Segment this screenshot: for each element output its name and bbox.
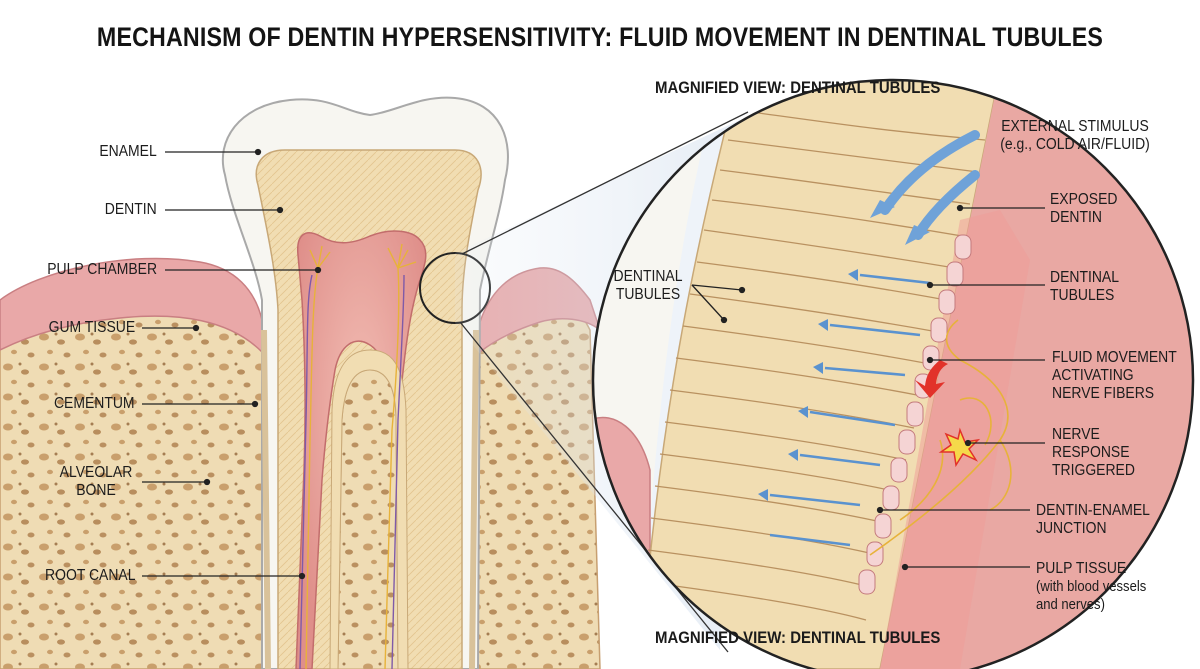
label-dentin-enamel-junction: DENTIN-ENAMEL JUNCTION xyxy=(1036,502,1150,537)
fluid-force-arrow xyxy=(915,360,948,398)
label-nerve-response: NERVE RESPONSE TRIGGERED xyxy=(1052,426,1135,479)
odontoblast-cells xyxy=(858,234,972,595)
label-gum-tissue: GUM TISSUE xyxy=(48,319,135,336)
cementum-layer xyxy=(261,329,479,669)
nerve-fibers xyxy=(869,319,1012,556)
fluid-arrowheads xyxy=(758,269,858,501)
label-exposed-dentin: EXPOSED DENTIN xyxy=(1050,191,1118,226)
label-pulp-chamber: PULP CHAMBER xyxy=(47,261,157,278)
magnified-view-heading-top: MAGNIFIED VIEW: DENTINAL TUBULES xyxy=(655,78,941,97)
fluid-arrows xyxy=(769,273,931,547)
label-root-canal: ROOT CANAL xyxy=(44,567,135,584)
label-pulp-tissue: PULP TISSUE (with blood vessels and nerv… xyxy=(1036,560,1147,613)
zoom-leader-lines xyxy=(691,204,1045,571)
label-alveolar-bone: ALVEOLAR BONE xyxy=(59,464,133,499)
external-stimulus-arrows xyxy=(870,130,980,245)
tooth-cross-section xyxy=(0,96,602,669)
magnified-view-heading-bottom: MAGNIFIED VIEW: DENTINAL TUBULES xyxy=(655,628,941,647)
label-external-stimulus: EXTERNAL STIMULUS (e.g., COLD AIR/FLUID) xyxy=(1000,118,1150,153)
pulp-nerves xyxy=(299,243,417,669)
tooth-leader-lines xyxy=(142,148,322,580)
tubule-lines xyxy=(645,109,986,621)
magnified-view xyxy=(593,80,1193,669)
label-dentinal-tubules-right: DENTINAL TUBULES xyxy=(1050,269,1119,304)
label-dentin: DENTIN xyxy=(105,201,157,218)
diagram-title: MECHANISM OF DENTIN HYPERSENSITIVITY: FL… xyxy=(96,22,1104,52)
nerve-response-burst xyxy=(938,427,981,468)
label-fluid-movement: FLUID MOVEMENT ACTIVATING NERVE FIBERS xyxy=(1052,349,1177,402)
label-cementum: CEMENTUM xyxy=(54,395,135,412)
label-enamel: ENAMEL xyxy=(99,143,157,160)
label-dentinal-tubules-left: DENTINAL TUBULES xyxy=(613,268,683,303)
